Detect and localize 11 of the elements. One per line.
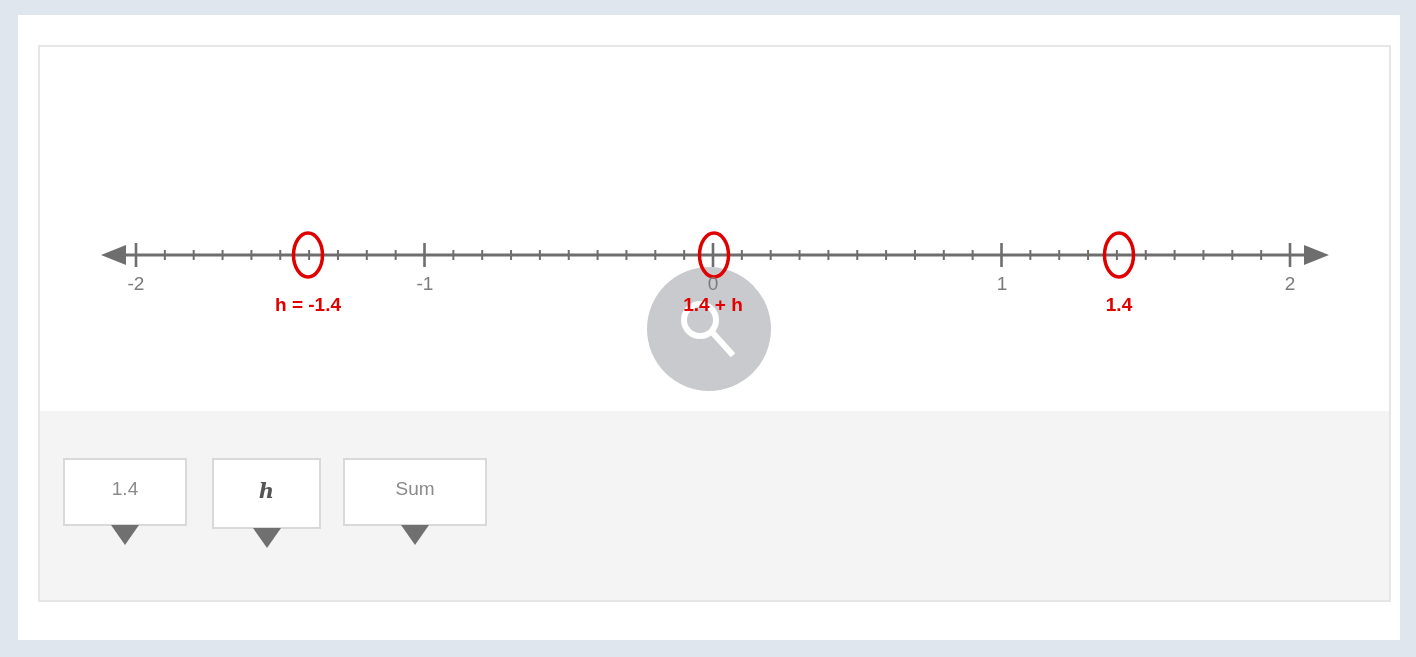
tick-label: 1 [996, 274, 1008, 294]
annotation-label: 1.4 + h [683, 295, 743, 315]
tick-label: -1 [416, 274, 434, 294]
tick-label: -2 [127, 274, 145, 294]
drag-tile: h [212, 458, 321, 529]
tick-label: 0 [707, 274, 719, 294]
drag-tile: Sum [343, 458, 487, 526]
drag-tile: 1.4 [63, 458, 187, 526]
tick-label: 2 [1284, 274, 1296, 294]
annotation-label: h = -1.4 [275, 295, 341, 315]
annotation-label: 1.4 [1105, 295, 1133, 315]
